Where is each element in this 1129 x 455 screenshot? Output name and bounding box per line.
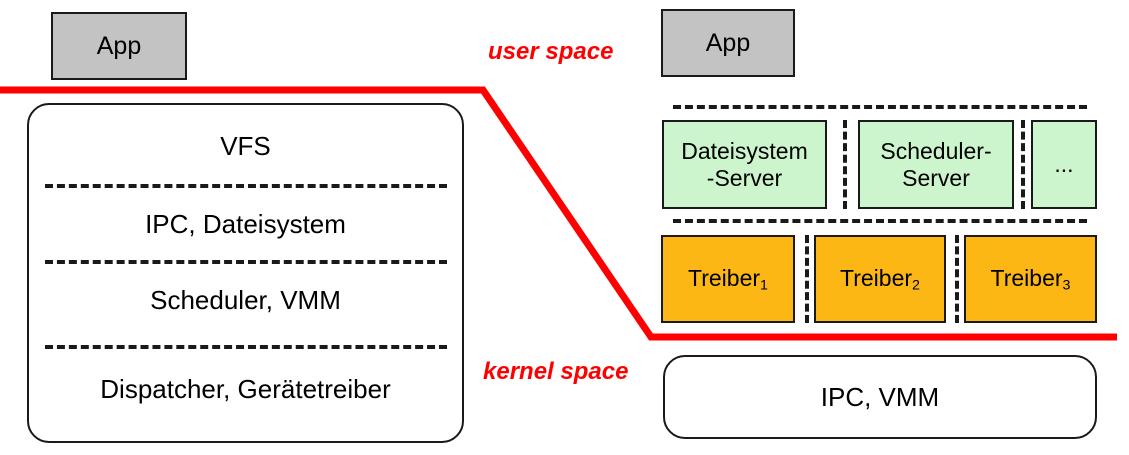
server-separator-1 bbox=[843, 120, 847, 209]
kernel-layer-vfs: VFS bbox=[27, 110, 464, 182]
kernel-divider-3 bbox=[45, 345, 447, 349]
driver-name: Treiber bbox=[990, 264, 1063, 291]
server-label-line2: -Server bbox=[706, 164, 783, 191]
driver-separator-2 bbox=[955, 235, 959, 323]
driver-index: 1 bbox=[760, 277, 768, 294]
microkernel-box: IPC, VMM bbox=[663, 355, 1097, 439]
server-label-line1: Scheduler- bbox=[880, 138, 992, 165]
kernel-layer-dispatcher: Dispatcher, Gerätetreiber bbox=[27, 349, 464, 429]
kernel-space-annotation: kernel space bbox=[483, 358, 629, 385]
server-box-scheduler: Scheduler- Server bbox=[858, 120, 1014, 209]
driver-box-2: Treiber2 bbox=[814, 235, 946, 323]
server-label-line1: Dateisystem bbox=[681, 138, 808, 165]
server-box-scheduler-label: Scheduler- Server bbox=[880, 138, 991, 191]
server-row-top-divider bbox=[673, 105, 1087, 109]
kernel-layer-dispatcher-label: Dispatcher, Gerätetreiber bbox=[100, 373, 391, 404]
right-app-label: App bbox=[705, 28, 751, 57]
driver-box-1: Treiber1 bbox=[661, 235, 795, 323]
microkernel-label: IPC, VMM bbox=[820, 381, 940, 412]
kernel-layer-scheduler: Scheduler, VMM bbox=[27, 264, 464, 336]
server-box-filesystem: Dateisystem -Server bbox=[662, 120, 827, 209]
kernel-layer-vfs-label: VFS bbox=[220, 130, 271, 161]
kernel-layer-ipc: IPC, Dateisystem bbox=[27, 188, 464, 260]
server-separator-2 bbox=[1021, 120, 1025, 209]
driver-index: 2 bbox=[912, 277, 920, 294]
driver-separator-1 bbox=[805, 235, 809, 323]
driver-box-3-label: Treiber3 bbox=[991, 265, 1071, 294]
server-box-ellipsis: ... bbox=[1031, 120, 1097, 209]
driver-box-1-label: Treiber1 bbox=[688, 265, 768, 294]
driver-index: 3 bbox=[1062, 277, 1071, 294]
server-box-filesystem-label: Dateisystem -Server bbox=[681, 138, 808, 191]
left-app-label: App bbox=[96, 31, 142, 60]
driver-name: Treiber bbox=[840, 264, 913, 291]
driver-box-2-label: Treiber2 bbox=[840, 265, 920, 294]
kernel-layer-ipc-label: IPC, Dateisystem bbox=[145, 208, 346, 239]
server-label-line2: Server bbox=[902, 164, 970, 191]
user-space-annotation: user space bbox=[488, 38, 614, 65]
right-app-box: App bbox=[661, 9, 795, 77]
driver-box-3: Treiber3 bbox=[964, 235, 1097, 323]
driver-name: Treiber bbox=[688, 264, 761, 291]
server-box-ellipsis-label: ... bbox=[1054, 151, 1074, 178]
kernel-layer-scheduler-label: Scheduler, VMM bbox=[150, 284, 341, 315]
server-row-bottom-divider bbox=[673, 219, 1087, 223]
left-app-box: App bbox=[51, 12, 187, 80]
